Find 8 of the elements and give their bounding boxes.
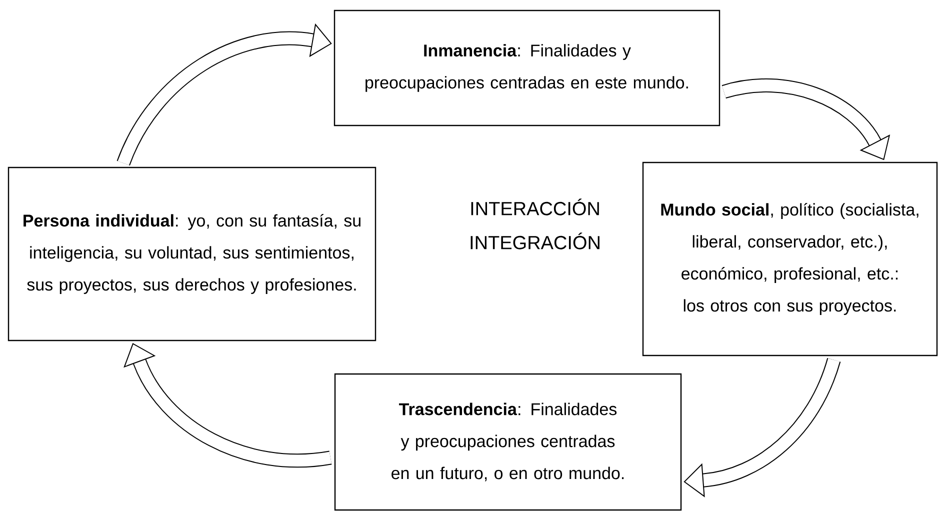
- center-label: INTERACCIÓN: [471, 198, 599, 216]
- center-label: INTEGRACIÓN: [470, 232, 600, 250]
- text-box: Trascendencia: Finalidades y preocupaciones centradas en un futuro, o en otro mundo.: [334, 373, 682, 511]
- text-box: Inmanencia: Finalidades y preocupaciones centradas en este mundo.: [334, 10, 720, 126]
- curved-block-arrow: [684, 358, 841, 498]
- curved-block-arrow: [116, 23, 332, 166]
- text-box: Persona individual: yo, con su fantasía, su inteligencia, su voluntad, sus sentimientos, sus proyectos, sus derechos y profesiones.: [8, 166, 376, 342]
- text-box: Mundo social, político (socialista, liberal, conservador, etc.), económico, profesional, etc.: los otros con sus proyectos.: [642, 162, 938, 356]
